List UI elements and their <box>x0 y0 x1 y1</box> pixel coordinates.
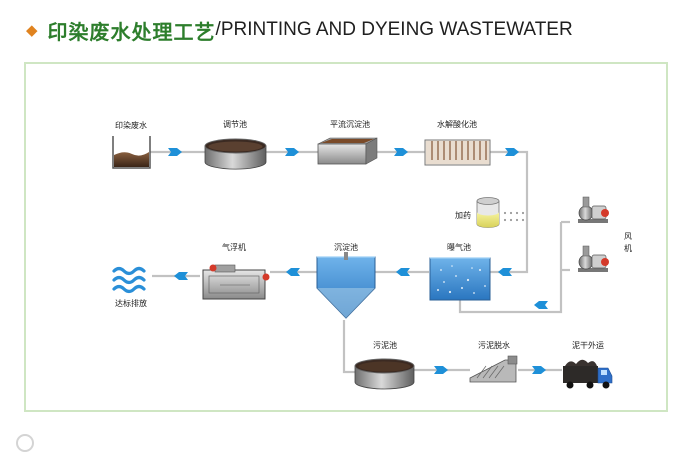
label-sedimentation-tank: 沉淀池 <box>334 242 358 252</box>
hydrolysis-acidification-tank-icon <box>424 139 491 166</box>
discharge-waves-icon <box>112 266 146 294</box>
page-header: ◆ 印染废水处理工艺 /PRINTING AND DYEING WASTEWAT… <box>26 13 686 47</box>
sludge-dewatering-machine-icon <box>469 355 518 383</box>
dosing-dots <box>503 211 525 222</box>
sludge-tank-icon <box>354 358 415 390</box>
blower-icon-2 <box>578 245 609 272</box>
air-flotation-machine-icon <box>202 264 270 300</box>
label-sludge-transport: 泥干外运 <box>572 340 604 350</box>
raw-wastewater-tank-icon <box>112 136 151 169</box>
diamond-bullet-icon: ◆ <box>26 20 38 39</box>
sedimentation-tank-icon <box>316 252 376 319</box>
label-sludge-dewatering: 污泥脱水 <box>478 340 510 350</box>
sludge-pipe <box>342 320 355 374</box>
label-blower-char-2: 机 <box>624 243 632 253</box>
label-dosing: 加药 <box>455 210 471 220</box>
air-pipe <box>458 270 563 314</box>
label-raw-wastewater: 印染废水 <box>115 120 147 130</box>
label-aeration-tank: 曝气池 <box>447 242 471 252</box>
label-blower-char-1: 风 <box>624 232 632 241</box>
label-air-flotation: 气浮机 <box>222 242 246 252</box>
label-hydrolysis-acidification-tank: 水解酸化池 <box>437 119 477 129</box>
label-equalization-tank: 调节池 <box>223 119 247 129</box>
title-english: /PRINTING AND DYEING WASTEWATER <box>215 19 573 40</box>
label-discharge: 达标排放 <box>115 298 147 308</box>
label-advection-sedimentation-tank: 平流沉淀池 <box>330 119 370 129</box>
flow-arrow-9 <box>534 301 548 309</box>
aeration-bubbles <box>437 265 486 294</box>
decorative-circle <box>16 434 34 452</box>
advection-sedimentation-tank-icon <box>317 137 378 165</box>
sludge-truck-icon <box>563 359 613 389</box>
label-sludge-tank: 污泥池 <box>373 340 397 350</box>
dosing-tank-icon <box>476 197 500 228</box>
hydrolysis-fillers <box>431 141 487 160</box>
aeration-tank-icon <box>429 257 491 301</box>
blower-icon-1 <box>578 196 609 223</box>
label-blower: 风 机 <box>624 232 635 253</box>
equalization-tank-icon <box>204 138 267 170</box>
title-chinese: 印染废水处理工艺 <box>47 19 216 44</box>
